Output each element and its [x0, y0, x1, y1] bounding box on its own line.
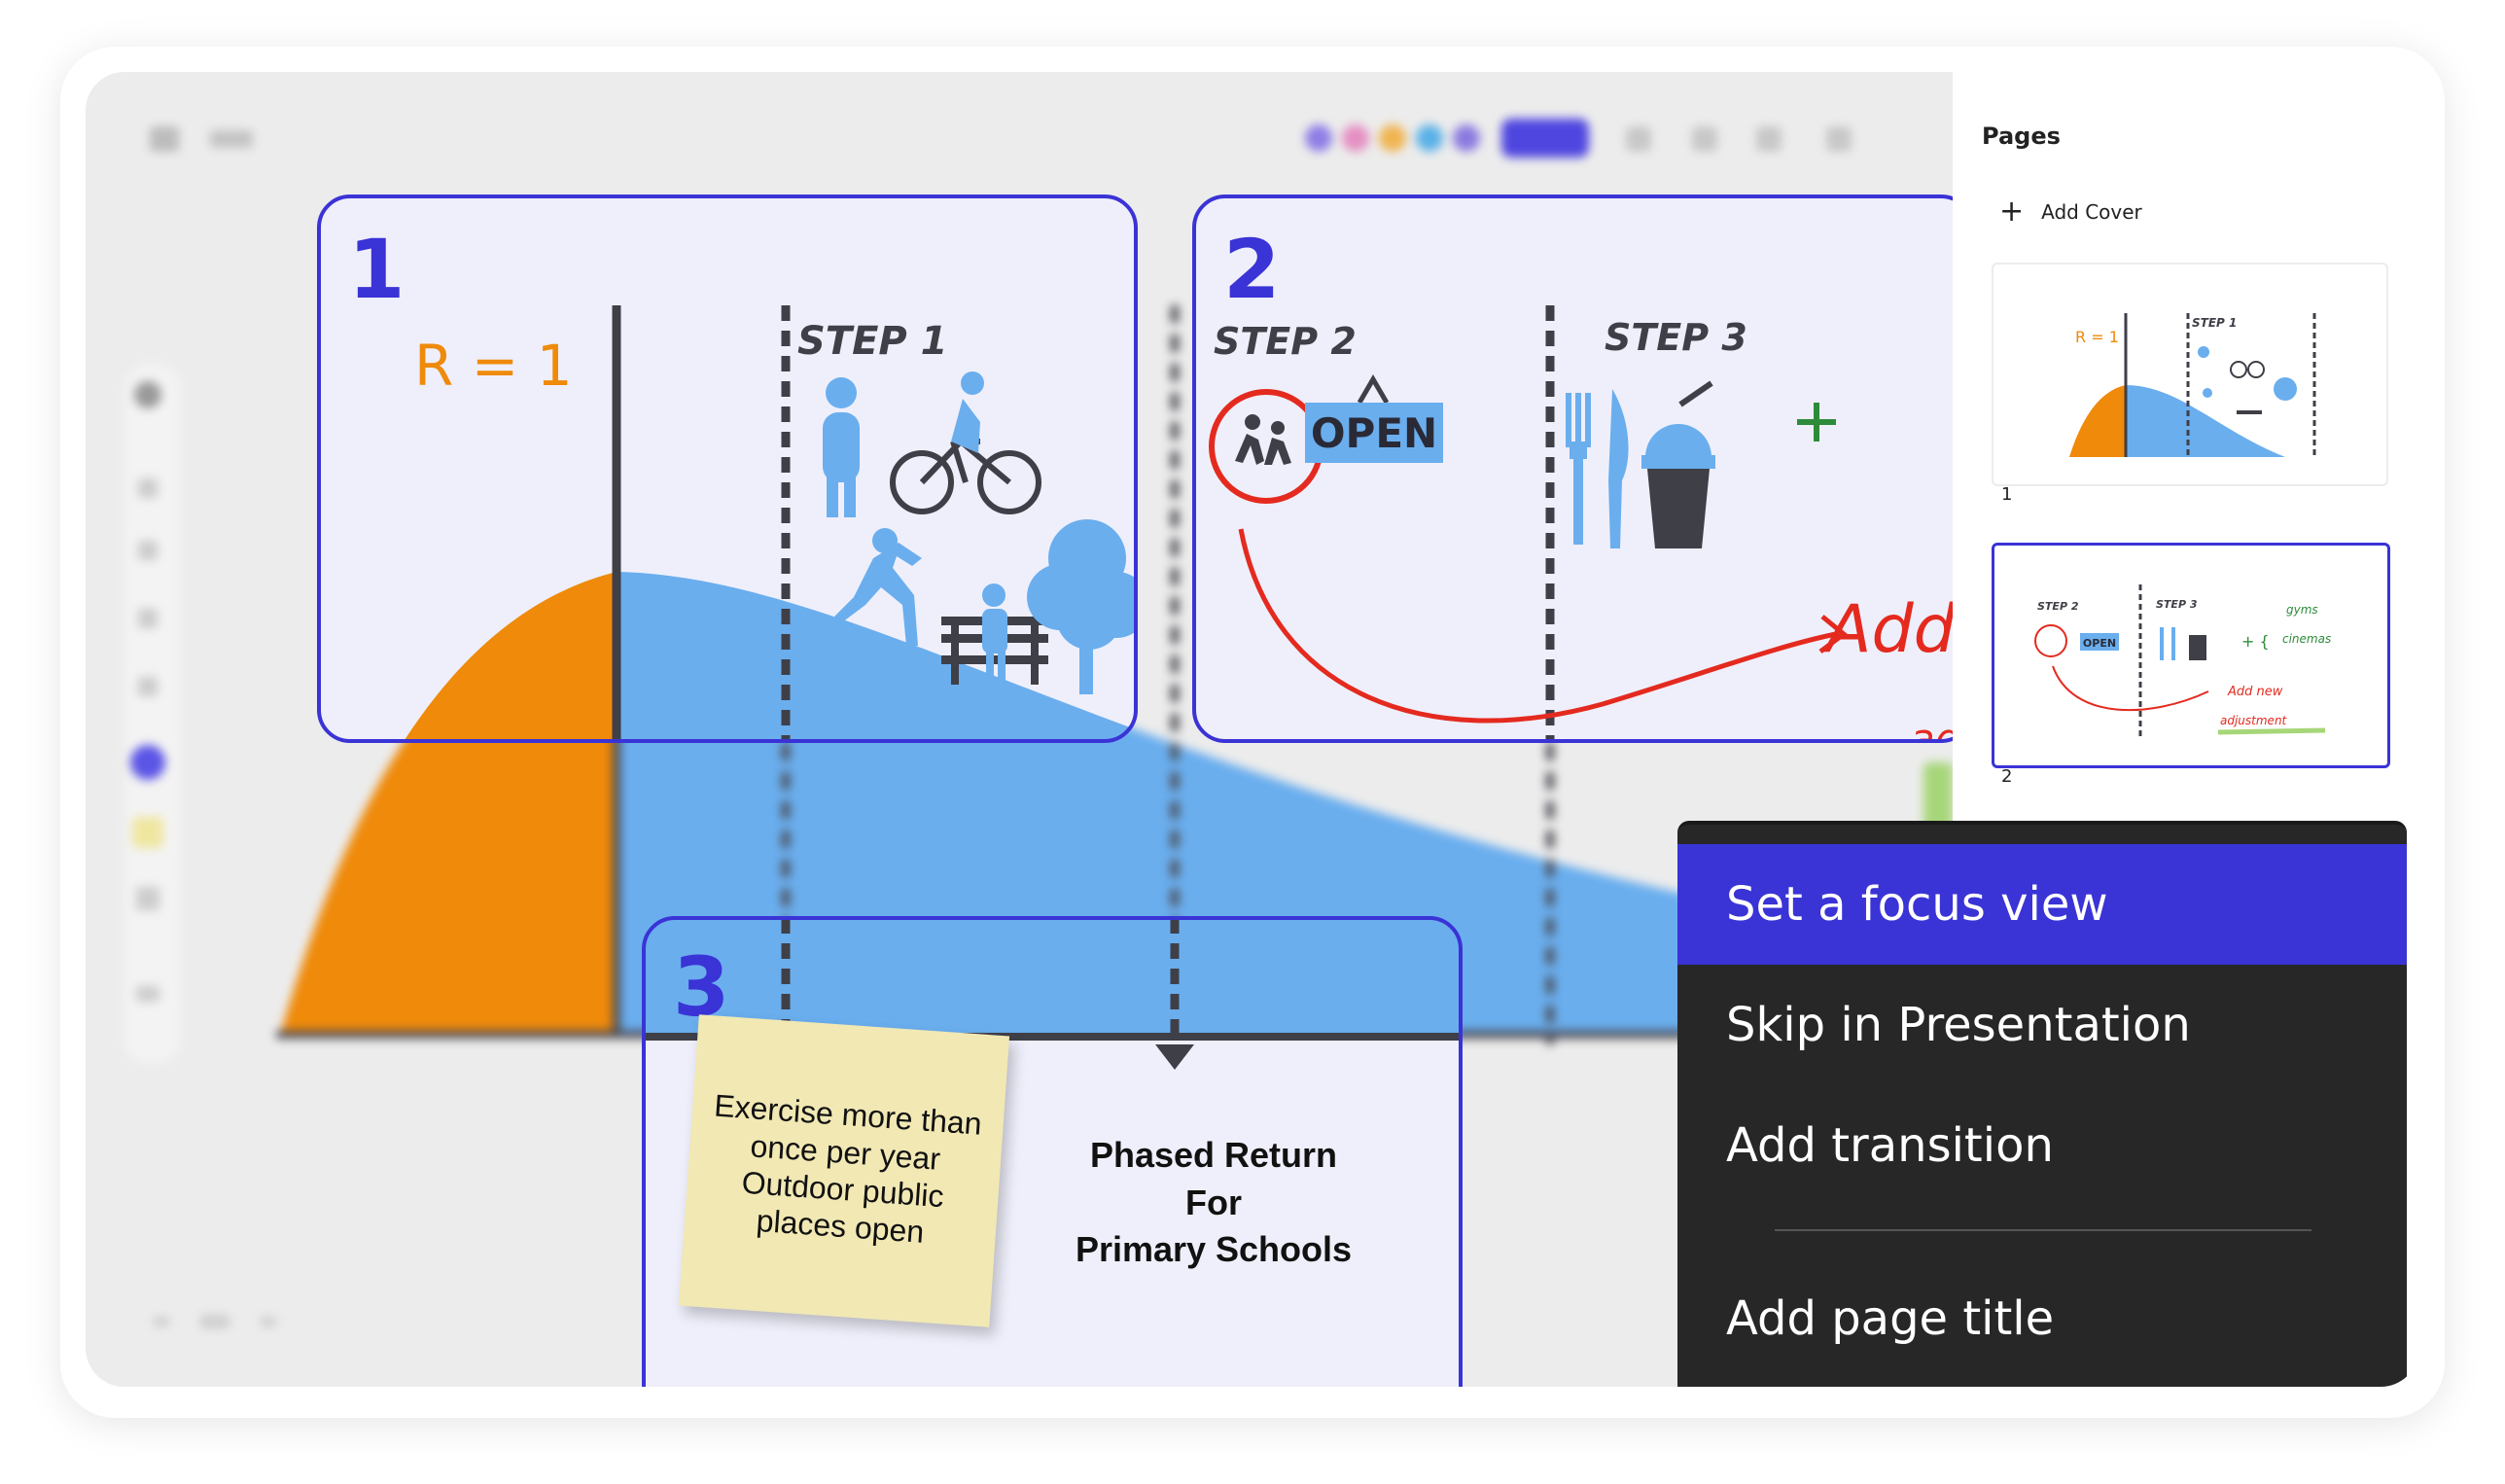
thumb2-open: OPEN [2083, 637, 2116, 650]
frame-2-border [1192, 194, 1953, 743]
add-cover-button[interactable]: + Add Cover [1999, 194, 2142, 229]
app-window: 1 R = 1 STEP 1 [86, 72, 2419, 1387]
thumb2-step3: STEP 3 [2156, 598, 2198, 611]
open-sign-text: OPEN [1311, 409, 1437, 457]
frame-3-border [642, 916, 1463, 1387]
person-standing-icon [823, 377, 860, 517]
r-equals-1-label: R = 1 [414, 333, 573, 399]
board-title-placeholder [210, 130, 253, 148]
thumb2-gyms: gyms [2286, 603, 2318, 617]
runner-icon [834, 528, 922, 646]
text-tool-icon[interactable] [138, 541, 158, 560]
template-tool-icon[interactable] [136, 887, 159, 910]
color-tool-icon[interactable] [130, 745, 165, 780]
page-number-2: 2 [2001, 766, 2013, 787]
red-arrow [1238, 528, 1837, 724]
color-swatch[interactable] [1305, 124, 1332, 152]
adjustment-text: adjust [1910, 715, 1953, 762]
frame3-arrow-marker [1155, 1044, 1194, 1070]
frame-1[interactable]: 1 R = 1 STEP 1 [280, 194, 1953, 1035]
page-1-preview: R = 1 STEP 1 [2069, 313, 2316, 457]
step-3-label: STEP 3 [1605, 316, 1747, 359]
add-text: Add [1822, 591, 1953, 668]
color-swatch[interactable] [1379, 124, 1406, 152]
add-cover-label: Add Cover [2041, 200, 2142, 224]
sticky-note[interactable]: Exercise more than once per year Outdoor… [678, 1014, 1010, 1327]
context-menu: Set a focus view Skip in Presentation Ad… [1677, 821, 2407, 1387]
toolbar-icon[interactable] [1626, 126, 1651, 152]
zoom-in-icon[interactable] [261, 1317, 276, 1326]
step-1-label: STEP 1 [797, 319, 948, 364]
color-swatch[interactable] [1416, 124, 1443, 152]
page-thumbnail-2[interactable]: STEP 2 STEP 3 OPEN + { gyms cinemas Add … [1992, 543, 2390, 768]
phased-return-text: Phased Return For Primary Schools [1058, 1132, 1369, 1274]
menu-icon[interactable] [150, 126, 179, 152]
frame1-orange-area [319, 572, 617, 741]
tree-icon [1027, 519, 1136, 694]
menu-item-add-page-title[interactable]: Add page title [1726, 1291, 2055, 1346]
menu-divider [1775, 1229, 2311, 1231]
more-tool-icon[interactable] [136, 986, 159, 1002]
color-swatch[interactable] [1453, 124, 1480, 152]
page-thumbnail-1[interactable]: R = 1 STEP 1 [1992, 263, 2388, 486]
step-2-label: STEP 2 [1214, 320, 1357, 363]
menu-item-skip-in-presentation[interactable]: Skip in Presentation [1726, 998, 2191, 1052]
present-button[interactable] [1501, 119, 1589, 158]
sign-hanger [1357, 374, 1390, 405]
plus-icon: + [1999, 194, 2025, 229]
color-swatch[interactable] [1342, 124, 1369, 152]
select-tool-icon[interactable] [138, 478, 158, 498]
shape-tool-icon[interactable] [138, 609, 158, 628]
frame-1-number: 1 [348, 222, 405, 317]
bench-icon [941, 583, 1048, 685]
fork-knife-icon [1566, 389, 1629, 548]
sticky-tool-icon[interactable] [132, 817, 163, 848]
thumb2-cinemas: cinemas [2282, 632, 2331, 646]
plus-icon [1797, 403, 1836, 442]
toolbar-icon[interactable] [1826, 126, 1852, 152]
thumb1-formula: R = 1 [2075, 328, 2119, 346]
green-sticker [1923, 762, 1953, 830]
frame3-blue-band [644, 918, 1461, 1035]
page-number-1: 1 [2001, 484, 2013, 505]
frame-1-border [317, 194, 1138, 743]
zoom-out-icon[interactable] [154, 1317, 169, 1326]
open-sign-icon [1305, 403, 1443, 463]
phased-return-line2: Primary Schools [1075, 1229, 1353, 1270]
frames-layer: 1 R = 1 STEP 1 [280, 194, 1953, 1387]
toolbar-icon[interactable] [1756, 126, 1782, 152]
toolbar-icon[interactable] [1692, 126, 1717, 152]
marker-tool-icon[interactable] [138, 677, 158, 696]
menu-item-set-focus-view[interactable]: Set a focus view [1677, 844, 2407, 965]
thumb2-step2: STEP 2 [2037, 600, 2079, 613]
children-walking-icon [1235, 414, 1291, 465]
pages-title: Pages [1982, 123, 2061, 150]
thumb2-plus: + { [2241, 632, 2270, 651]
cyclist-icon [890, 371, 1041, 514]
menu-item-add-transition[interactable]: Add transition [1726, 1118, 2054, 1173]
frame-2[interactable]: adjust 2 STEP 2 STEP 3 OPEN Add [1192, 194, 1953, 762]
pen-tool-icon[interactable] [134, 381, 161, 408]
page-2-preview: STEP 2 STEP 3 OPEN + { gyms cinemas Add … [2034, 584, 2331, 740]
phased-return-line1: Phased Return For [1089, 1135, 1338, 1222]
drink-cup-icon [1641, 380, 1715, 548]
thumb2-adjustment: adjustment [2220, 714, 2288, 727]
sticky-note-text: Exercise more than once per year Outdoor… [713, 1087, 983, 1251]
frame1-blue-area [617, 572, 1136, 741]
zoom-level [200, 1315, 229, 1328]
frame-2-number: 2 [1223, 222, 1280, 317]
red-arrowhead [1818, 615, 1849, 654]
thumb1-step-label: STEP 1 [2192, 316, 2237, 330]
thumb2-add-new: Add new [2227, 685, 2283, 699]
